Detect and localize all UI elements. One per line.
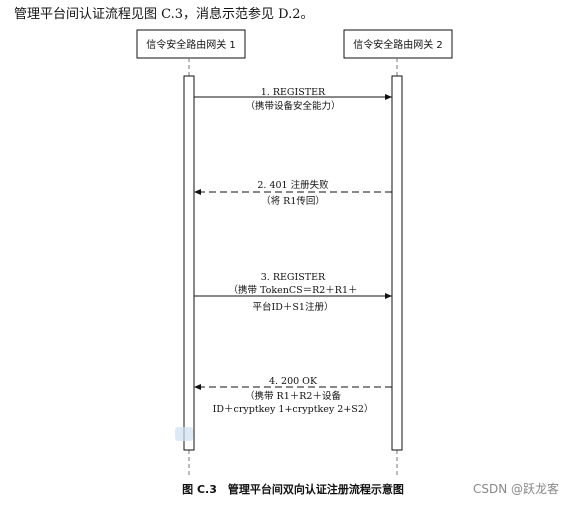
message-2-line-1: 2. 401 注册失败 (257, 179, 329, 191)
message-4-line-1: 4. 200 OK (269, 376, 318, 387)
activation-bar-1 (183, 75, 195, 451)
message-2-line-2: （将 R1传回） (261, 195, 325, 207)
message-2: 2. 401 注册失败 （将 R1传回） (194, 179, 392, 207)
message-4-line-2: （携带 R1＋R2＋设备 (245, 390, 341, 402)
participant-2-label: 信令安全路由网关 2 (353, 38, 443, 51)
participant-2: 信令安全路由网关 2 (343, 29, 453, 59)
message-4: 4. 200 OK （携带 R1＋R2＋设备 ID＋cryptkey 1+cry… (194, 376, 392, 415)
message-3-line-1: 3. REGISTER (261, 272, 326, 283)
watermark-text: CSDN @跃龙客 (473, 481, 559, 496)
message-1-line-1: 1. REGISTER (261, 87, 326, 98)
faint-logo-icon (175, 427, 193, 441)
activation-bar-2 (391, 75, 403, 451)
message-3-line-2: （携带 TokenCS＝R2＋R1＋ (228, 284, 357, 296)
message-3-line-3: 平台ID＋S1注册） (253, 301, 334, 313)
message-1-line-2: （携带设备安全能力） (245, 100, 340, 112)
message-1: 1. REGISTER （携带设备安全能力） (194, 87, 392, 112)
figure-caption: 图 C.3 管理平台间双向认证注册流程示意图 (182, 482, 404, 496)
participant-1: 信令安全路由网关 1 (136, 29, 246, 59)
participant-1-label: 信令安全路由网关 1 (146, 38, 236, 51)
message-3: 3. REGISTER （携带 TokenCS＝R2＋R1＋ 平台ID＋S1注册… (194, 272, 392, 313)
intro-text: 管理平台间认证流程见图 C.3，消息示范参见 D.2。 (14, 7, 314, 22)
message-4-line-3: ID＋cryptkey 1+cryptkey 2+S2） (213, 403, 374, 415)
